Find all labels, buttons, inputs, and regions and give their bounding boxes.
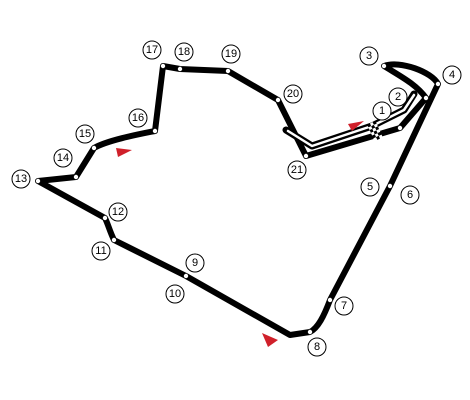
checker-square — [376, 135, 381, 140]
turn-label: 3 — [366, 50, 372, 62]
turn-label: 5 — [367, 181, 373, 193]
apex-dot — [225, 68, 231, 74]
turn-label: 1 — [379, 105, 385, 117]
turn-marker: 1 — [372, 101, 392, 121]
turn-label: 8 — [314, 341, 320, 353]
turn-marker: 14 — [53, 148, 73, 168]
apex-dot — [160, 63, 166, 69]
apex-dot — [307, 329, 313, 335]
turn-marker: 2 — [388, 87, 408, 107]
apex-dot — [91, 145, 97, 151]
apex-dots — [35, 63, 441, 335]
turn-label: 6 — [407, 189, 413, 201]
turn-marker: 11 — [91, 241, 111, 261]
checker-square — [375, 126, 380, 131]
apex-dot — [387, 183, 393, 189]
turn-label: 4 — [449, 69, 455, 81]
checker-square — [373, 137, 378, 142]
direction-arrow-icon — [262, 333, 278, 347]
turn-marker: 6 — [400, 185, 420, 205]
turn-label: 13 — [15, 173, 27, 185]
checkered-flag-icon — [367, 120, 383, 142]
turn-marker: 12 — [108, 202, 128, 222]
checker-square — [377, 131, 382, 136]
checker-square — [376, 129, 381, 134]
turn-markers: 1 2 3 4 5 6 7 — [11, 40, 462, 357]
turn-label: 17 — [146, 44, 158, 56]
turn-marker: 4 — [442, 65, 462, 85]
turn-marker: 19 — [221, 44, 241, 64]
checker-square — [368, 126, 373, 131]
turn-marker: 20 — [283, 84, 303, 104]
apex-dot — [152, 128, 158, 134]
turn-label: 2 — [395, 91, 401, 103]
turn-label: 20 — [287, 88, 299, 100]
checker-square — [378, 134, 383, 139]
turn-label: 10 — [169, 288, 181, 300]
apex-dot — [381, 63, 387, 69]
turn-label: 18 — [178, 46, 190, 58]
turn-label: 9 — [192, 257, 198, 269]
apex-dot — [397, 125, 403, 131]
turn-label: 16 — [132, 112, 144, 124]
apex-dot — [435, 81, 441, 87]
turn-label: 19 — [225, 48, 237, 60]
checker-square — [367, 123, 372, 128]
turn-marker: 17 — [142, 40, 162, 60]
apex-dot — [423, 95, 429, 101]
apex-dot — [303, 153, 309, 159]
direction-arrow-icon — [116, 148, 132, 157]
checker-square — [370, 131, 375, 136]
turn-marker: 15 — [75, 124, 95, 144]
turn-label: 12 — [112, 206, 124, 218]
turn-marker: 13 — [11, 169, 31, 189]
checker-square — [371, 124, 376, 129]
turn-marker: 8 — [307, 337, 327, 357]
apex-dot — [183, 273, 189, 279]
turn-marker: 3 — [359, 46, 379, 66]
apex-dot — [327, 297, 333, 303]
checker-square — [374, 133, 379, 138]
apex-dot — [394, 190, 400, 196]
main-track — [35, 61, 441, 338]
turn-marker: 7 — [334, 296, 354, 316]
apex-dot — [275, 97, 281, 103]
apex-dot — [177, 276, 183, 282]
apex-dot — [102, 215, 108, 221]
turn-marker: 5 — [360, 177, 380, 197]
apex-dot — [177, 66, 183, 72]
turn-marker: 21 — [287, 160, 307, 180]
turn-label: 21 — [291, 164, 303, 176]
turn-marker: 10 — [165, 284, 185, 304]
turn-marker: 9 — [185, 253, 205, 273]
apex-dot — [73, 174, 79, 180]
checker-square — [373, 130, 378, 135]
direction-arrow-icon — [348, 121, 364, 131]
checker-square — [372, 127, 377, 132]
checker-square — [369, 128, 374, 133]
checker-square — [372, 134, 377, 139]
checker-square — [373, 123, 378, 128]
turn-label: 15 — [79, 128, 91, 140]
turn-label: 7 — [341, 300, 347, 312]
turn-label: 11 — [95, 245, 106, 257]
checker-square — [369, 122, 374, 127]
turn-marker: 16 — [128, 108, 148, 128]
apex-dot — [35, 178, 41, 184]
checker-square — [372, 120, 377, 125]
turn-marker: 18 — [174, 42, 194, 62]
turn-label: 14 — [57, 152, 69, 164]
apex-dot — [111, 237, 117, 243]
